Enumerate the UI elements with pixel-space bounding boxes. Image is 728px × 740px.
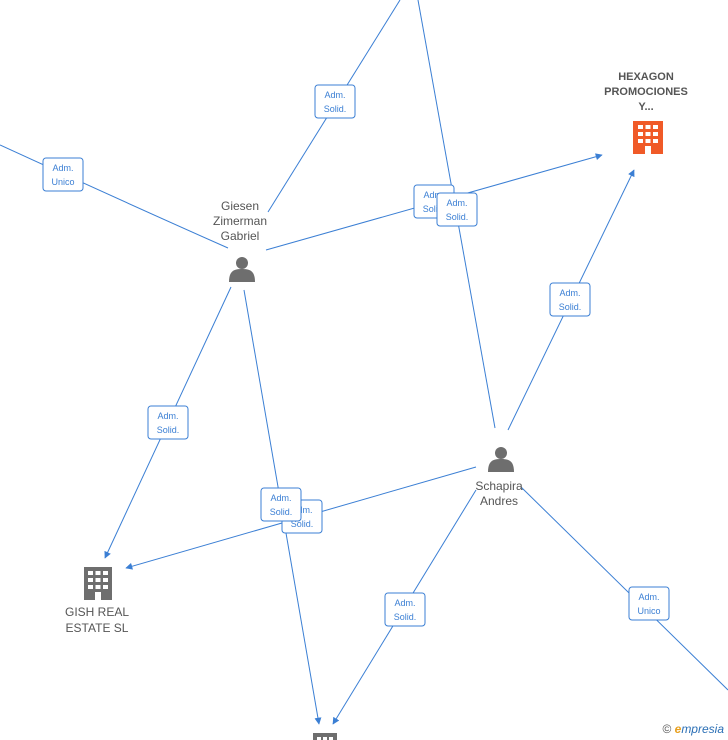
edge-label-line1: Adm. [324,90,345,100]
edge-label-adm-solid-center-front[interactable]: Adm. Solid. [260,487,302,522]
brand-initial: e [674,722,682,736]
edge-label-line2: Solid. [423,204,446,214]
node-label-line: HEXAGON [618,71,674,83]
edge-label-line2: Solid. [291,519,314,529]
edge-label-adm-solid-schapira-bottom[interactable]: Adm. Solid. [384,592,426,627]
edge-label-line2: Solid. [394,612,417,622]
building-icon [84,567,112,600]
edge-label-line1: Adm. [559,288,580,298]
copyright-symbol: © [662,722,672,736]
node-label-line: PROMOCIONES [604,86,688,98]
edge-label-line1: Adm. [291,505,312,515]
edge-label-adm-unico-right[interactable]: Adm. Unico [628,586,670,621]
node-label-line: Schapira [475,479,523,493]
edge-label-adm-solid-giesen-gish[interactable]: Adm. Solid. [147,405,189,440]
edge-label-line1: Adm. [394,598,415,608]
node-label-line: GISH REAL [65,605,129,619]
edge-label-line1: Adm. [638,592,659,602]
edge-offscreen-to-giesen [0,144,229,249]
node-label-line: Andres [480,494,518,508]
node-label-line: ESTATE SL [66,621,129,635]
edge-label-line2: Solid. [446,212,469,222]
brand-name: mpresia [681,722,724,736]
edge-label-adm-unico-left[interactable]: Adm. Unico [42,157,84,192]
edge-label-line2: Solid. [157,425,180,435]
edge-label-line2: Unico [51,177,74,187]
edge-schapira-to-offscreen [520,486,728,691]
edge-label-adm-solid-top[interactable]: Adm. Solid. [314,84,356,119]
edge-label-line1: Adm. [270,493,291,503]
building-icon [633,121,663,154]
person-icon [229,257,255,282]
edge-label-adm-solid-hexagon-b[interactable]: Adm. Solid. [436,192,478,227]
empresia-watermark: © empresia [662,722,724,736]
edge-label-line2: Solid. [559,302,582,312]
edge-label-line2: Unico [637,606,660,616]
building-icon [313,733,337,740]
edge-label-line1: Adm. [157,411,178,421]
node-gish[interactable]: GISH REAL ESTATE SL [65,567,129,635]
node-bottom-company[interactable] [313,733,337,740]
person-icon [488,447,514,472]
node-label-line: Giesen [221,199,259,213]
edge-label-line1: Adm. [446,198,467,208]
node-schapira[interactable]: Schapira Andres [475,447,523,508]
edge-label-line2: Solid. [324,104,347,114]
node-label-line: Zimerman [213,214,267,228]
edge-label-line1: Adm. [423,190,444,200]
edge-label-line1: Adm. [52,163,73,173]
edge-label-line2: Solid. [270,507,293,517]
node-giesen[interactable]: Giesen Zimerman Gabriel [213,199,267,282]
node-label-line: Y... [638,101,653,113]
node-hexagon[interactable]: HEXAGON PROMOCIONES Y... [604,71,688,154]
edge-label-adm-solid-schapira-hexagon[interactable]: Adm. Solid. [549,282,591,317]
node-label-line: Gabriel [221,229,260,243]
